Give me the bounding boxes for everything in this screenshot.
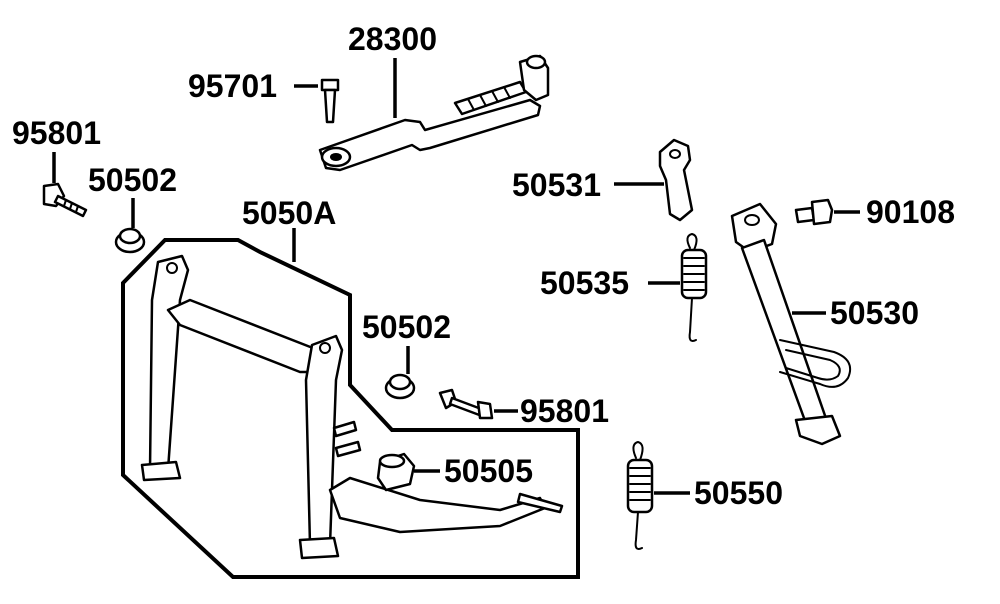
label-50530: 50530 [830,295,919,331]
bolt-90108 [794,198,834,226]
bushing-50502-mid [384,373,416,400]
label-95701: 95701 [188,68,277,104]
label-50502-mid: 50502 [362,309,451,345]
bushing-50502-top [114,227,146,254]
group-outline-5050A [121,238,580,579]
bolt-95801-top [42,182,88,218]
spring-50550 [626,440,654,550]
label-50505: 50505 [444,453,533,489]
label-28300: 28300 [348,21,437,57]
label-50502-top: 50502 [88,162,177,198]
label-95801-top: 95801 [12,115,101,151]
rubber-50505 [376,452,416,492]
label-50535: 50535 [540,265,629,301]
label-50531: 50531 [512,167,601,203]
label-50550: 50550 [694,475,783,511]
side-stand-50530 [730,202,852,446]
bolt-95801-mid [438,388,494,420]
bolt-95701 [320,78,340,124]
label-90108: 90108 [866,194,955,230]
plate-50531 [658,138,694,222]
main-stand [140,254,564,560]
kick-lever-28300 [318,54,550,172]
label-5050A: 5050A [242,195,336,231]
label-95801-mid: 95801 [520,393,609,429]
spring-50535 [680,232,708,342]
